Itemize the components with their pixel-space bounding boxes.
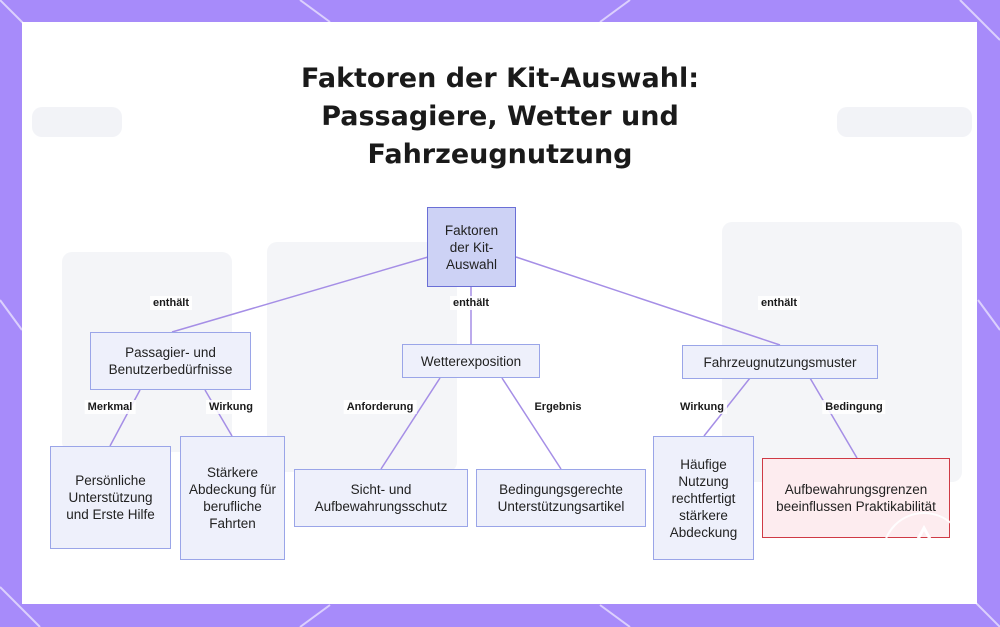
node-usage: Fahrzeugnutzungsmuster	[682, 345, 878, 379]
background-shape	[837, 107, 972, 137]
edge-label: enthält	[757, 296, 801, 310]
background-shape	[32, 107, 122, 137]
node-visibility: Sicht- und Aufbewahrungsschutz	[294, 469, 468, 527]
edge-usage-storage	[809, 377, 858, 459]
edge-label: Bedingung	[822, 400, 886, 414]
node-personal-support: Persönliche Unterstützung und Erste Hilf…	[50, 446, 171, 549]
edge-usage-frequent	[703, 377, 751, 437]
edge-weather-visibility	[380, 377, 441, 470]
edge-label: Wirkung	[677, 400, 727, 414]
title-line: Fahrzeugnutzung	[367, 139, 633, 170]
node-stronger-work: Stärkere Abdeckung für berufliche Fahrte…	[180, 436, 285, 560]
edge-label: Ergebnis	[531, 400, 585, 414]
edge-label: Wirkung	[206, 400, 256, 414]
title-line: Passagiere, Wetter und	[321, 101, 679, 132]
edge-label: enthält	[449, 296, 493, 310]
diagram-title: Faktoren der Kit-Auswahl: Passagiere, We…	[0, 60, 1000, 174]
node-root: Faktoren der Kit-Auswahl	[427, 207, 516, 287]
warning-triangle-badge-icon	[882, 512, 966, 596]
edge-label: Anforderung	[343, 400, 417, 414]
edge-label: Merkmal	[84, 400, 136, 414]
node-condition-items: Bedingungsgerechte Unterstützungsartikel	[476, 469, 646, 527]
node-frequent-use: Häufige Nutzung rechtfertigt stärkere Ab…	[653, 436, 754, 560]
title-line: Faktoren der Kit-Auswahl:	[300, 63, 699, 94]
edge-label: enthält	[149, 296, 193, 310]
node-weather: Wetterexposition	[402, 344, 540, 378]
edge-root-usage	[515, 256, 781, 346]
node-passengers: Passagier- und Benutzerbedürfnisse	[90, 332, 251, 390]
edge-passengers-personal	[109, 389, 141, 447]
edge-root-passengers	[171, 256, 429, 333]
edge-weather-condition	[501, 377, 562, 470]
